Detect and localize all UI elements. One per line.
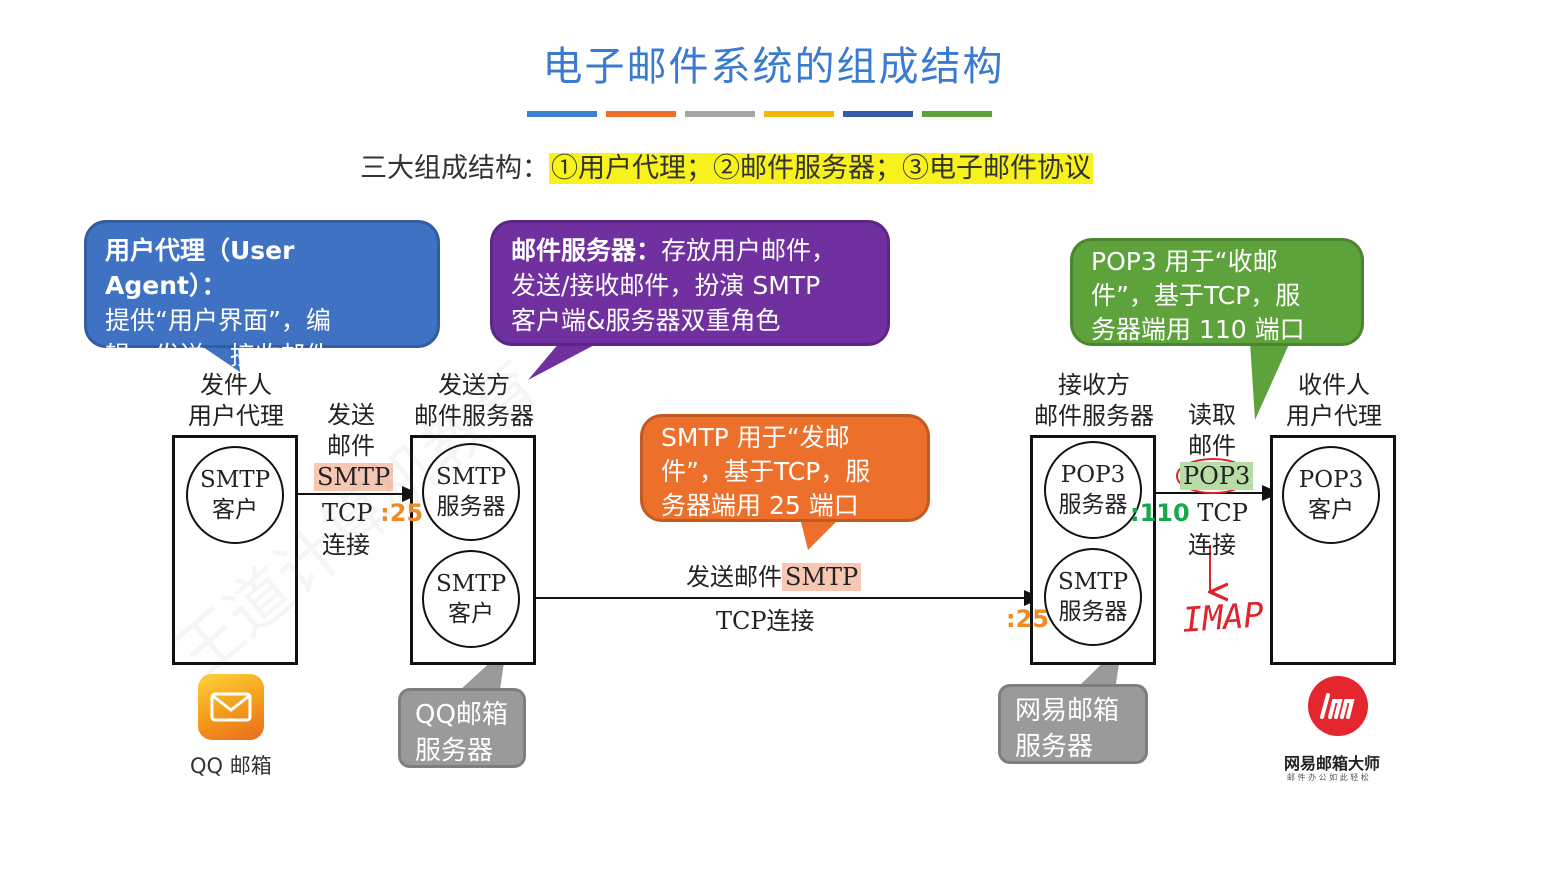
pop3-server-line-1: POP3 xyxy=(1060,462,1126,488)
pop3-callout-tail xyxy=(1250,342,1290,420)
port-25-sender: :25 xyxy=(380,499,424,527)
receiver-server-label: 接收方 邮件服务器 xyxy=(1024,370,1164,432)
qq-mail-logo-icon xyxy=(198,674,264,740)
tcp-label-2-text: TCP xyxy=(1197,499,1248,527)
send-protocol: SMTP xyxy=(314,462,394,493)
imap-handwritten: IMAP xyxy=(1180,595,1266,641)
tcp-label-1-text: TCP xyxy=(322,499,373,527)
port-25-receiver: :25 xyxy=(1006,605,1049,633)
user-agent-callout: 用户代理（User Agent）： 提供“用户界面”，编 辑、发送、接收邮件 xyxy=(84,220,440,370)
sender-label-line-1: 发件人 xyxy=(200,371,272,399)
smtp-client-sender: SMTP 客户 xyxy=(186,446,284,544)
sender-server-label-line-1: 发送方 xyxy=(438,371,510,399)
title-color-bar xyxy=(606,111,676,117)
title-color-bar xyxy=(527,111,597,117)
read-protocol-text: POP3 xyxy=(1180,462,1254,490)
mail-server-callout-tail xyxy=(528,342,600,380)
smtp-callout-line-2: 件”，基于TCP，服 xyxy=(661,457,871,486)
smtp-client-relay-line-1: SMTP xyxy=(435,571,507,597)
send-mail-label: 发送 邮件 xyxy=(316,400,386,462)
smtp-callout-line-1: SMTP 用于“发邮 xyxy=(661,423,850,452)
mail-server-line-2: 发送/接收邮件，扮演 SMTP xyxy=(511,271,821,300)
read-mail-label-line-2: 邮件 xyxy=(1188,432,1236,460)
smtp-client-sender-line-1: SMTP xyxy=(199,467,271,493)
slide-title: 电子邮件系统的组成结构 xyxy=(542,44,1005,90)
pop3-callout: POP3 用于“收邮 件”，基于TCP，服 务器端用 110 端口 xyxy=(1070,238,1364,346)
smtp-server-receiver-line-2: 服务器 xyxy=(1058,599,1128,625)
subtitle: 三大组成结构：①用户代理；②邮件服务器；③电子邮件协议 xyxy=(360,146,1093,185)
smtp-server-sender-line-2: 服务器 xyxy=(436,494,506,520)
title-color-bar xyxy=(764,111,834,117)
qq-server-callout: QQ邮箱 服务器 xyxy=(398,688,526,768)
read-protocol: POP3 xyxy=(1180,461,1254,492)
mail-server-line-1: 存放用户邮件， xyxy=(661,236,837,265)
netease-brand: 网易邮箱大师 xyxy=(1284,754,1381,773)
netease-tagline: 邮 件 办 公 如 此 轻 松 xyxy=(1287,773,1369,782)
netease-logo-icon xyxy=(1308,676,1368,736)
middle-protocol: SMTP xyxy=(782,563,862,591)
qq-server-line-2: 服务器 xyxy=(415,736,494,766)
netease-mark-icon xyxy=(1320,693,1355,719)
subtitle-prefix: 三大组成结构： xyxy=(360,153,549,184)
pop3-callout-line-1: POP3 用于“收邮 xyxy=(1091,247,1278,276)
qq-server-line-1: QQ邮箱 xyxy=(415,700,508,730)
user-agent-line-1: 提供“用户界面”，编 xyxy=(105,306,331,335)
envelope-icon xyxy=(210,692,252,722)
smtp-client-relay: SMTP 客户 xyxy=(422,550,520,648)
receiver-label-line-1: 收件人 xyxy=(1298,371,1370,399)
user-agent-heading: 用户代理（User Agent）： xyxy=(105,236,295,300)
sender-server-label-line-2: 邮件服务器 xyxy=(414,402,534,430)
mail-server-heading: 邮件服务器： xyxy=(511,236,662,265)
netease-server-line-2: 服务器 xyxy=(1015,732,1094,762)
smtp-server-receiver-line-1: SMTP xyxy=(1057,569,1129,595)
qq-mail-label: QQ 邮箱 xyxy=(190,754,272,778)
send-mail-label-line-2: 邮件 xyxy=(327,432,375,460)
pop3-callout-line-3: 务器端用 110 端口 xyxy=(1091,315,1305,344)
middle-tcp-label: TCP连接 xyxy=(716,607,815,635)
smtp-server-sender: SMTP 服务器 xyxy=(422,443,520,541)
smtp-callout-tail xyxy=(800,518,840,550)
pop3-server-line-2: 服务器 xyxy=(1058,492,1128,518)
send-protocol-text: SMTP xyxy=(314,463,394,491)
subtitle-highlight: ①用户代理；②邮件服务器；③电子邮件协议 xyxy=(549,153,1093,184)
sender-server-label: 发送方 邮件服务器 xyxy=(404,370,544,432)
netease-server-line-1: 网易邮箱 xyxy=(1015,696,1120,726)
smtp-server-sender-line-1: SMTP xyxy=(435,464,507,490)
sender-label-line-2: 用户代理 xyxy=(188,402,284,430)
receiver-server-label-line-1: 接收方 xyxy=(1058,371,1130,399)
pop3-client: POP3 客户 xyxy=(1282,446,1380,544)
connect-label-2: 连接 xyxy=(1188,531,1236,559)
mail-server-line-3: 客户端&服务器双重角色 xyxy=(511,306,781,335)
read-mail-label-line-1: 读取 xyxy=(1188,401,1236,429)
title-color-bar xyxy=(843,111,913,117)
title-color-bar xyxy=(685,111,755,117)
read-mail-label: 读取 邮件 xyxy=(1186,400,1238,462)
port-110: :110 xyxy=(1130,499,1190,527)
connect-label-1: 连接 xyxy=(322,531,370,559)
smtp-callout-line-3: 务器端用 25 端口 xyxy=(661,491,859,520)
pop3-client-line-1: POP3 xyxy=(1298,467,1364,493)
user-agent-callout-tail xyxy=(200,345,240,372)
pop3-server: POP3 服务器 xyxy=(1044,441,1142,539)
sender-label: 发件人 用户代理 xyxy=(172,370,300,432)
pop3-client-line-2: 客户 xyxy=(1308,497,1354,523)
receiver-label-line-2: 用户代理 xyxy=(1286,402,1382,430)
smtp-client-sender-line-2: 客户 xyxy=(212,497,258,523)
middle-label-text: 发送邮件 xyxy=(686,563,782,591)
tcp-label-1: TCP :25 xyxy=(322,498,423,529)
title-color-bar xyxy=(922,111,992,117)
pop3-callout-line-2: 件”，基于TCP，服 xyxy=(1091,281,1301,310)
mail-server-callout: 邮件服务器：存放用户邮件， 发送/接收邮件，扮演 SMTP 客户端&服务器双重角… xyxy=(490,220,890,346)
netease-server-callout: 网易邮箱 服务器 xyxy=(998,684,1148,764)
user-agent-line-2: 辑、发送、接收邮件 xyxy=(105,341,331,370)
tcp-label-2: :110 TCP xyxy=(1130,498,1248,529)
receiver-label: 收件人 用户代理 xyxy=(1270,370,1398,432)
smtp-callout: SMTP 用于“发邮 件”，基于TCP，服 务器端用 25 端口 xyxy=(640,414,930,522)
smtp-client-relay-line-2: 客户 xyxy=(448,601,494,627)
receiver-server-label-line-2: 邮件服务器 xyxy=(1034,402,1154,430)
smtp-server-receiver: SMTP 服务器 xyxy=(1044,548,1142,646)
send-mail-label-line-1: 发送 xyxy=(327,401,375,429)
